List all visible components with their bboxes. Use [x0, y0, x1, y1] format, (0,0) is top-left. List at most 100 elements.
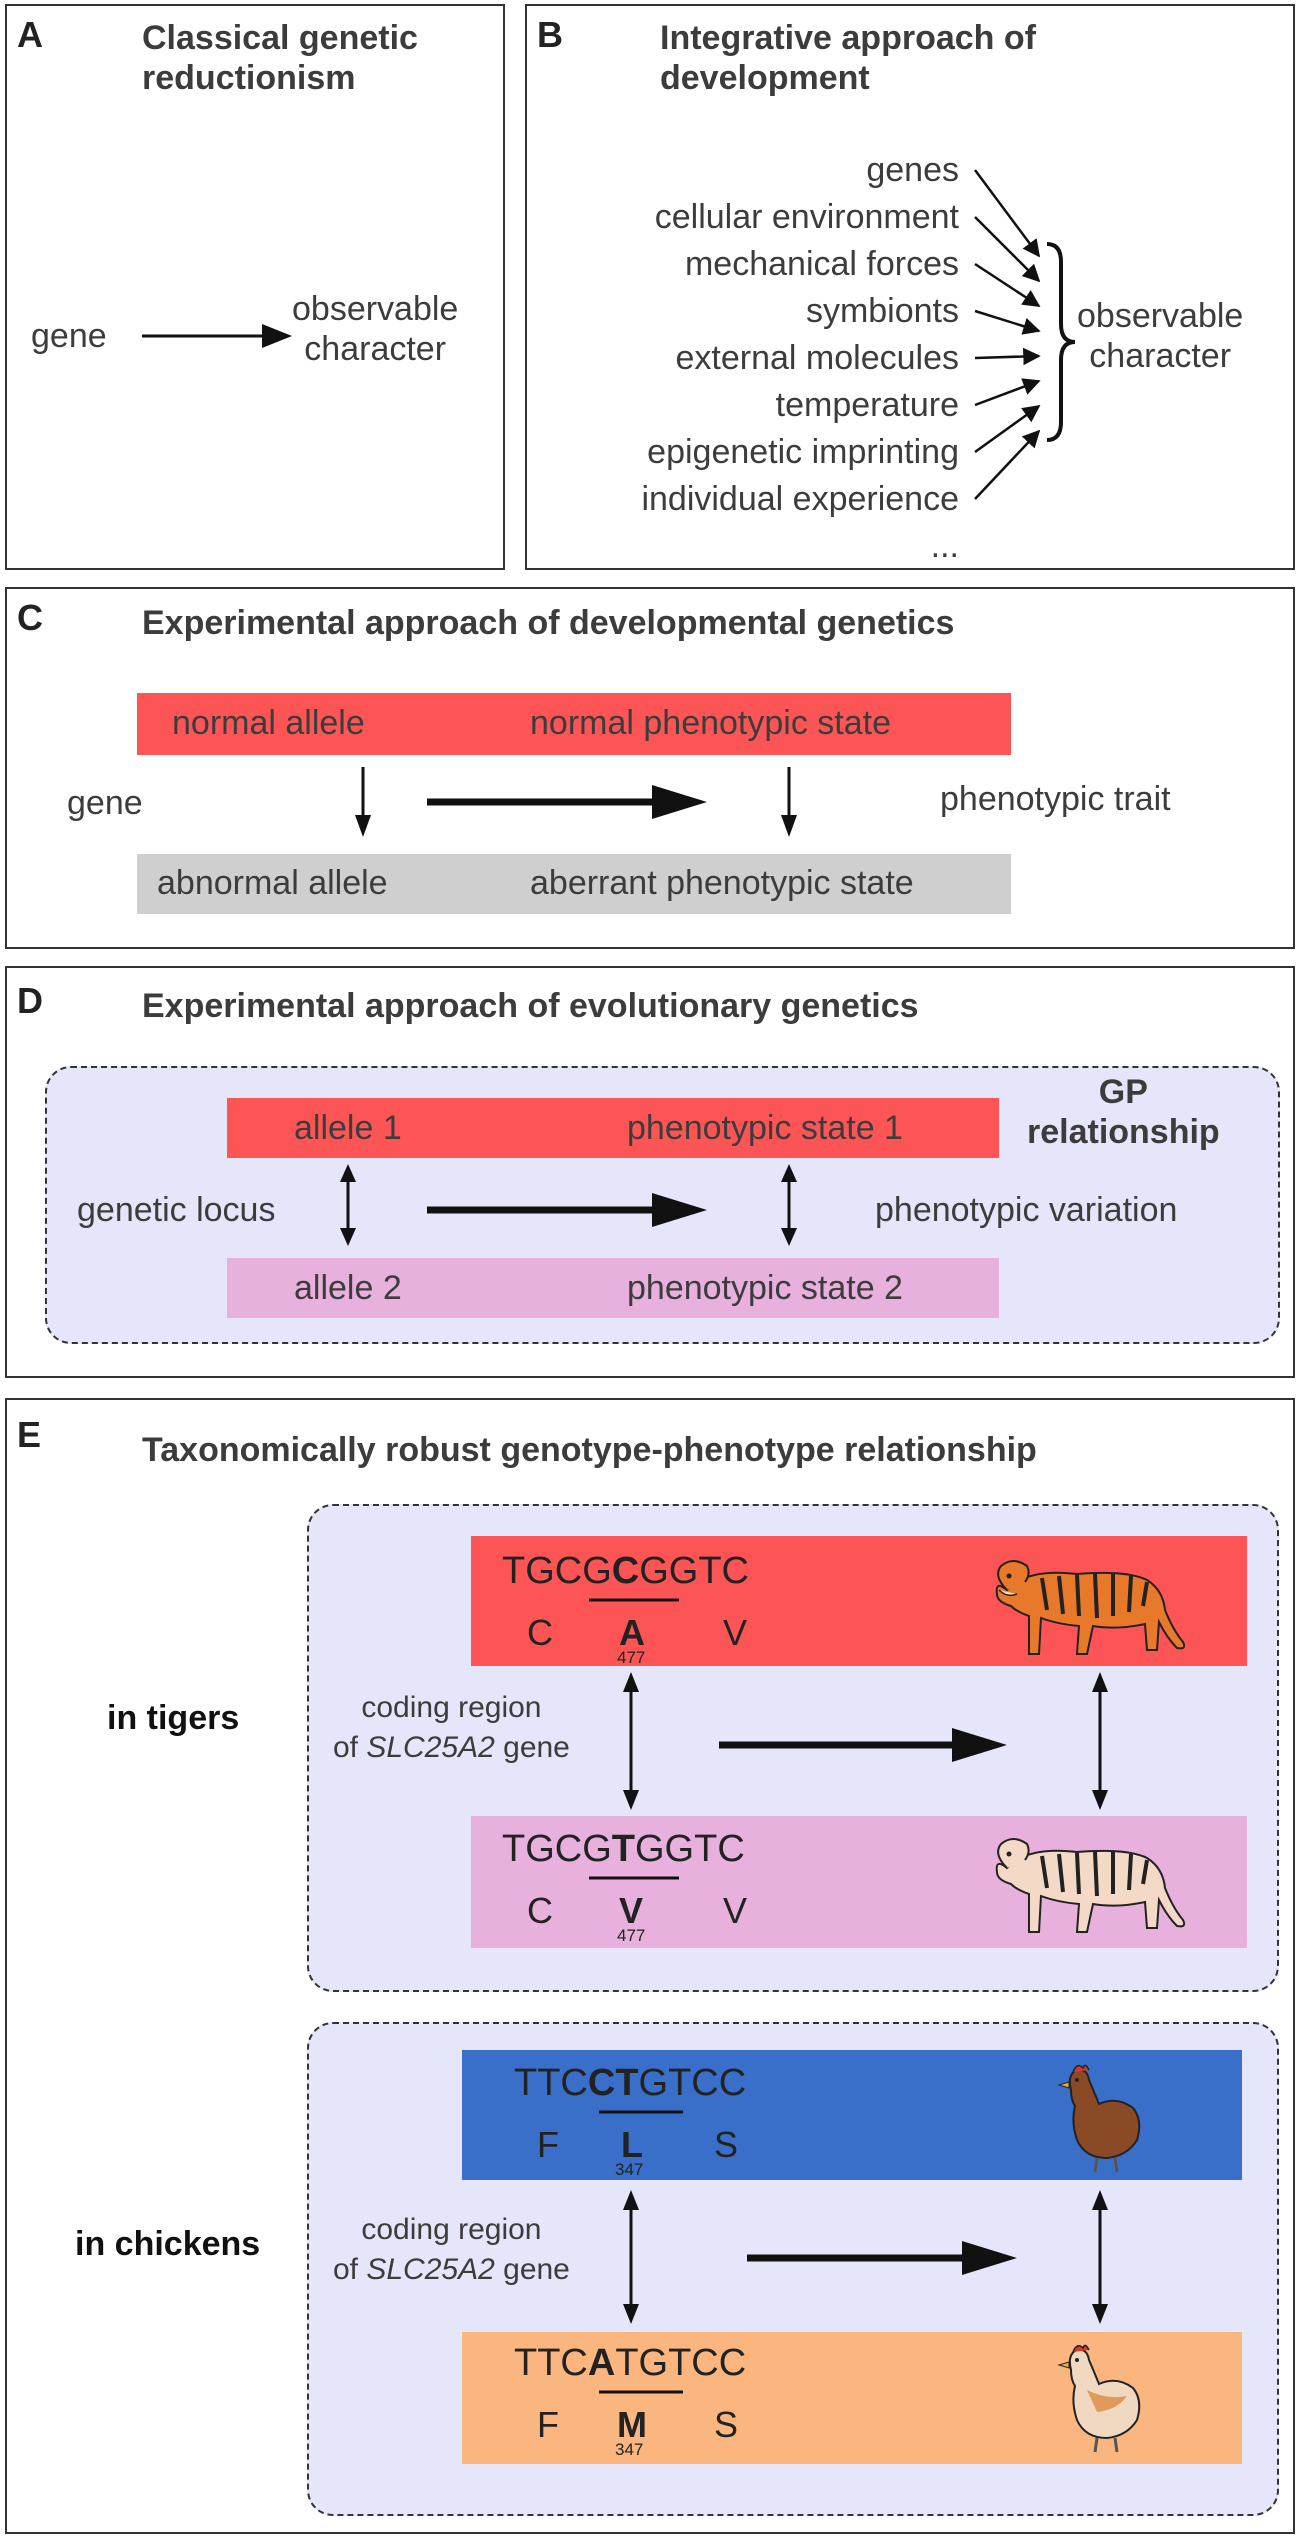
panel-d-title: Experimental approach of evolutionary ge…: [142, 987, 919, 1025]
chickens-seq2-pre: TTC: [514, 2342, 588, 2384]
tigers-coding-region: coding region of SLC25A2 gene: [333, 1688, 570, 1768]
tigers-phenotype-double-arrow: [1092, 1672, 1108, 1810]
chickens-seq1-position: 347: [615, 2160, 644, 2179]
panel-c: C Experimental approach of developmental…: [5, 587, 1295, 949]
tigers-coding-line2: of SLC25A2 gene: [333, 1728, 570, 1768]
chickens-seq1-post: GTCC: [638, 2062, 747, 2104]
panel-d-gp-label: GP relationship: [1027, 1072, 1220, 1152]
panel-d-state1: phenotypic state 1: [627, 1109, 903, 1147]
panel-d-gp-line1: GP: [1098, 1073, 1148, 1111]
chickens-seq2-aa-left: F: [537, 2404, 559, 2445]
panel-b-brace: [1046, 242, 1076, 442]
panel-b-factor-0: genes: [866, 151, 959, 189]
panel-a-observable: observable character: [292, 289, 458, 369]
panel-e: E Taxonomically robust genotype-phenotyp…: [5, 1398, 1295, 2534]
panel-c-normal-allele: normal allele: [172, 704, 365, 742]
panel-b-factor-8: ...: [930, 527, 959, 565]
white-tiger-illustration: [995, 1838, 1186, 1933]
chickens-seq1-aa-right: S: [714, 2124, 739, 2165]
panel-b-factor-4: external molecules: [675, 339, 959, 377]
panel-b-arrow-4: [974, 347, 1041, 366]
panel-c-letter: C: [17, 597, 43, 638]
tigers-seq2-pre: TGCG: [502, 1828, 612, 1870]
panel-d-allele1: allele 1: [294, 1109, 402, 1147]
tigers-seq1-aa-left: C: [527, 1612, 553, 1653]
panel-b: B Integrative approach of development ge…: [525, 4, 1295, 570]
panel-b-factor-2: mechanical forces: [684, 245, 959, 283]
chickens-seq2: TTCATGTCC: [514, 2342, 746, 2385]
panel-b-arrow-1: [974, 216, 1041, 283]
panel-e-graphics: [589, 1560, 1186, 2453]
chickens-phenotype-double-arrow: [1092, 2190, 1108, 2324]
panel-c-normal-state: normal phenotypic state: [530, 704, 891, 742]
tigers-seq1-mutation: C: [611, 1550, 640, 1592]
chickens-seq1-pre: TTC: [514, 2062, 588, 2104]
panel-b-observable-line1: observable: [1077, 297, 1244, 335]
panel-d-state2: phenotypic state 2: [627, 1269, 903, 1307]
panel-e-title: Taxonomically robust genotype-phenotype …: [142, 1431, 1037, 1469]
panel-c-title: Experimental approach of developmental g…: [142, 604, 955, 642]
tigers-seq1-aa-right: V: [723, 1612, 748, 1653]
panel-b-letter: B: [537, 14, 563, 55]
pale-chicken-illustration: [1057, 2344, 1141, 2453]
chickens-seq2-mutation: A: [587, 2342, 616, 2384]
chickens-seq1-aa-left: F: [537, 2124, 559, 2165]
panel-b-arrows: [973, 169, 1041, 500]
tigers-seq2-aa-right: V: [723, 1890, 748, 1931]
panel-c-normal-bar: [137, 693, 1011, 755]
tigers-seq1: TGCGCGGTC: [502, 1550, 749, 1593]
chickens-seq2-aa-mid: M: [617, 2404, 647, 2445]
panel-d-allele2: allele 2: [294, 1269, 402, 1307]
panel-b-observable-line2: character: [1089, 337, 1232, 375]
panel-d-allele2-bar: [227, 1258, 999, 1318]
panel-a: A Classical genetic reductionism gene ob…: [5, 4, 505, 570]
panel-b-factor-5: temperature: [775, 386, 959, 424]
panel-b-arrow-3: [974, 309, 1041, 335]
panel-c-trait: phenotypic trait: [940, 780, 1171, 818]
brown-chicken-illustration: [1057, 2064, 1141, 2173]
tigers-seq2-post: GGTC: [635, 1828, 745, 1870]
panel-b-arrow-0: [973, 169, 1041, 258]
panel-a-letter: A: [17, 14, 43, 55]
tigers-seq2-mutation: T: [611, 1828, 635, 1870]
panel-a-observable-line2: character: [304, 330, 447, 368]
panel-c-abnormal-bar: [137, 854, 1011, 914]
panel-c-gene: gene: [67, 784, 143, 822]
chickens-seq2-position: 347: [615, 2440, 644, 2459]
panel-d-allele1-bar: [227, 1098, 999, 1158]
tigers-seq1-position: 477: [617, 1648, 646, 1667]
tigers-seq2-aa-mid: V: [619, 1890, 644, 1931]
panel-a-observable-line1: observable: [292, 290, 459, 328]
panel-e-letter: E: [17, 1414, 42, 1455]
chickens-seq1-aa-mid: L: [621, 2124, 643, 2165]
panel-a-gene: gene: [31, 317, 107, 355]
chickens-seq2-aa-right: S: [714, 2404, 739, 2445]
chickens-coding-suffix: gene: [494, 2253, 570, 2286]
tigers-gp-arrow: [719, 1728, 1007, 1762]
tigers-genotype-double-arrow: [623, 1672, 639, 1810]
panel-b-arrow-5: [974, 378, 1041, 407]
panel-d-arrows: [340, 1164, 797, 1246]
panel-b-title: Integrative approach of development: [660, 18, 1036, 98]
chickens-coding-line1: coding region: [361, 2213, 542, 2246]
chickens-seq1: TTCCTGTCC: [514, 2062, 746, 2105]
panel-a-arrow: [142, 324, 292, 348]
chickens-gp-arrow: [747, 2241, 1017, 2275]
panel-a-title-line2: reductionism: [142, 59, 356, 97]
panel-c-arrows: [355, 767, 797, 837]
chickens-coding-gene: SLC25A2: [366, 2253, 495, 2286]
chickens-genotype-double-arrow: [623, 2190, 639, 2324]
chickens-coding-line2: of SLC25A2 gene: [333, 2250, 570, 2290]
tigers-seq1-post: GGTC: [639, 1550, 750, 1592]
panel-b-arrow-6: [974, 404, 1041, 454]
tigers-coding-of: of: [333, 1731, 367, 1764]
panel-b-factor-6: epigenetic imprinting: [647, 433, 959, 471]
tigers-seq1-pre: TGCG: [502, 1550, 612, 1592]
panel-b-factor-3: symbionts: [805, 292, 959, 330]
tigers-seq2-aa-left: C: [527, 1890, 553, 1931]
tigers-seq1-aa-mid: A: [619, 1612, 645, 1653]
panel-b-title-line2: development: [660, 59, 870, 97]
panel-b-title-line1: Integrative approach of: [660, 19, 1036, 57]
tigers-seq2-position: 477: [617, 1926, 646, 1945]
panel-b-arrow-2: [974, 262, 1041, 308]
